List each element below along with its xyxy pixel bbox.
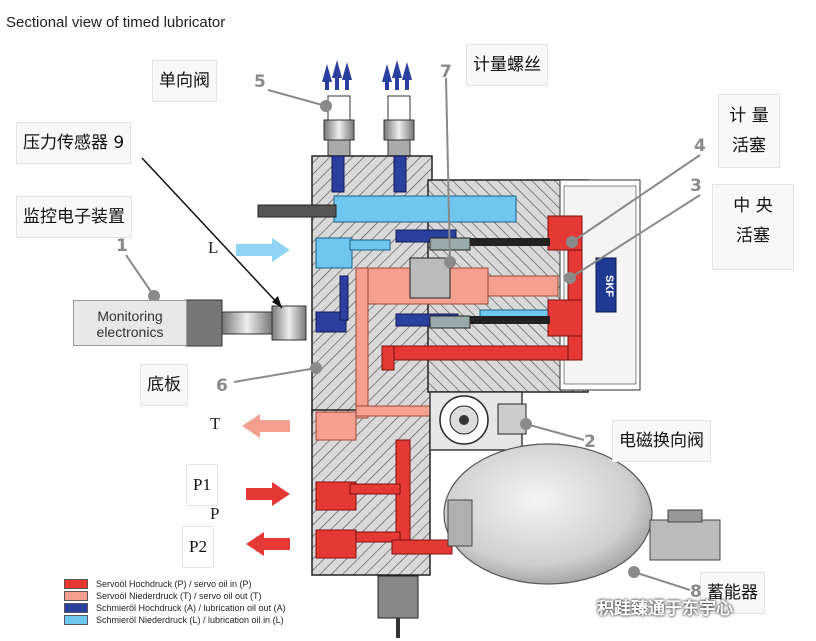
port-l-label: L	[208, 238, 219, 257]
check-valves	[323, 95, 415, 157]
callout-pressure-sensor: 压力传感器 9	[16, 122, 132, 164]
skf-badge: SKF	[595, 257, 617, 313]
port-p-label: P	[210, 504, 220, 523]
leader-lines	[125, 77, 701, 591]
callout-accumulator: 蓄能器	[700, 572, 765, 614]
number-6: 6	[216, 376, 228, 396]
monitoring-line2: electronics	[96, 324, 164, 340]
number-1: 1	[116, 236, 128, 256]
port-p1-label: P1	[186, 464, 218, 506]
port-p2-label: P2	[182, 526, 214, 568]
servo-high-channels	[315, 215, 583, 559]
skf-label: SKF	[603, 275, 615, 297]
legend-swatch-lube-high	[64, 603, 88, 613]
monitoring-line1: Monitoring	[97, 308, 163, 324]
monitoring-electronics-box: Monitoring electronics	[73, 300, 187, 346]
legend-item-servo-high: Servoöl Hochdruck (P) / servo oil in (P)	[64, 578, 286, 590]
legend-label-lube-high: Schmieröl Hochdruck (A) / lubrication oi…	[96, 603, 286, 613]
callout-metering-piston-line1: 计 量	[729, 106, 769, 126]
port-arrows	[236, 238, 290, 556]
port-t-label: T	[210, 414, 221, 433]
lube-out-arrows	[322, 60, 412, 90]
number-5: 5	[254, 72, 266, 92]
legend-swatch-servo-low	[64, 591, 88, 601]
bottom-screw	[377, 575, 419, 619]
sensor-leader	[141, 157, 283, 309]
number-4: 4	[694, 136, 706, 156]
legend-swatch-lube-low	[64, 615, 88, 625]
callout-central-piston-line2: 活塞	[736, 226, 770, 246]
callout-metering-screw: 计量螺丝	[466, 44, 548, 86]
watermark: 积跬臻通于东宇心	[597, 599, 733, 619]
pressure-sensor	[185, 299, 307, 347]
callout-monitoring-device: 监控电子装置	[16, 196, 132, 238]
number-3: 3	[690, 176, 702, 196]
legend-label-servo-low: Servoöl Niederdruck (T) / servo oil out …	[96, 591, 262, 601]
callout-metering-piston: 计 量 活塞	[718, 94, 780, 168]
legend-item-lube-low: Schmieröl Niederdruck (L) / lubrication …	[64, 614, 286, 626]
legend-item-lube-high: Schmieröl Hochdruck (A) / lubrication oi…	[64, 602, 286, 614]
callout-central-piston: 中 央 活塞	[712, 184, 794, 270]
legend-swatch-servo-high	[64, 579, 88, 589]
accumulator	[443, 443, 721, 585]
legend-label-lube-low: Schmieröl Niederdruck (L) / lubrication …	[96, 615, 284, 625]
callout-check-valve: 单向阀	[152, 60, 217, 102]
solenoid-valve	[429, 391, 527, 451]
callout-central-piston-line1: 中 央	[733, 196, 773, 216]
legend-label-servo-high: Servoöl Hochdruck (P) / servo oil in (P)	[96, 579, 252, 589]
number-7: 7	[440, 62, 452, 82]
number-8: 8	[690, 582, 702, 602]
callout-solenoid-valve: 电磁换向阀	[612, 420, 711, 462]
legend: Servoöl Hochdruck (P) / servo oil in (P)…	[64, 578, 286, 626]
legend-item-servo-low: Servoöl Niederdruck (T) / servo oil out …	[64, 590, 286, 602]
number-2: 2	[584, 432, 596, 452]
callout-metering-piston-line2: 活塞	[732, 136, 766, 156]
page-title: Sectional view of timed lubricator	[6, 14, 226, 31]
callout-base-plate: 底板	[140, 364, 188, 406]
